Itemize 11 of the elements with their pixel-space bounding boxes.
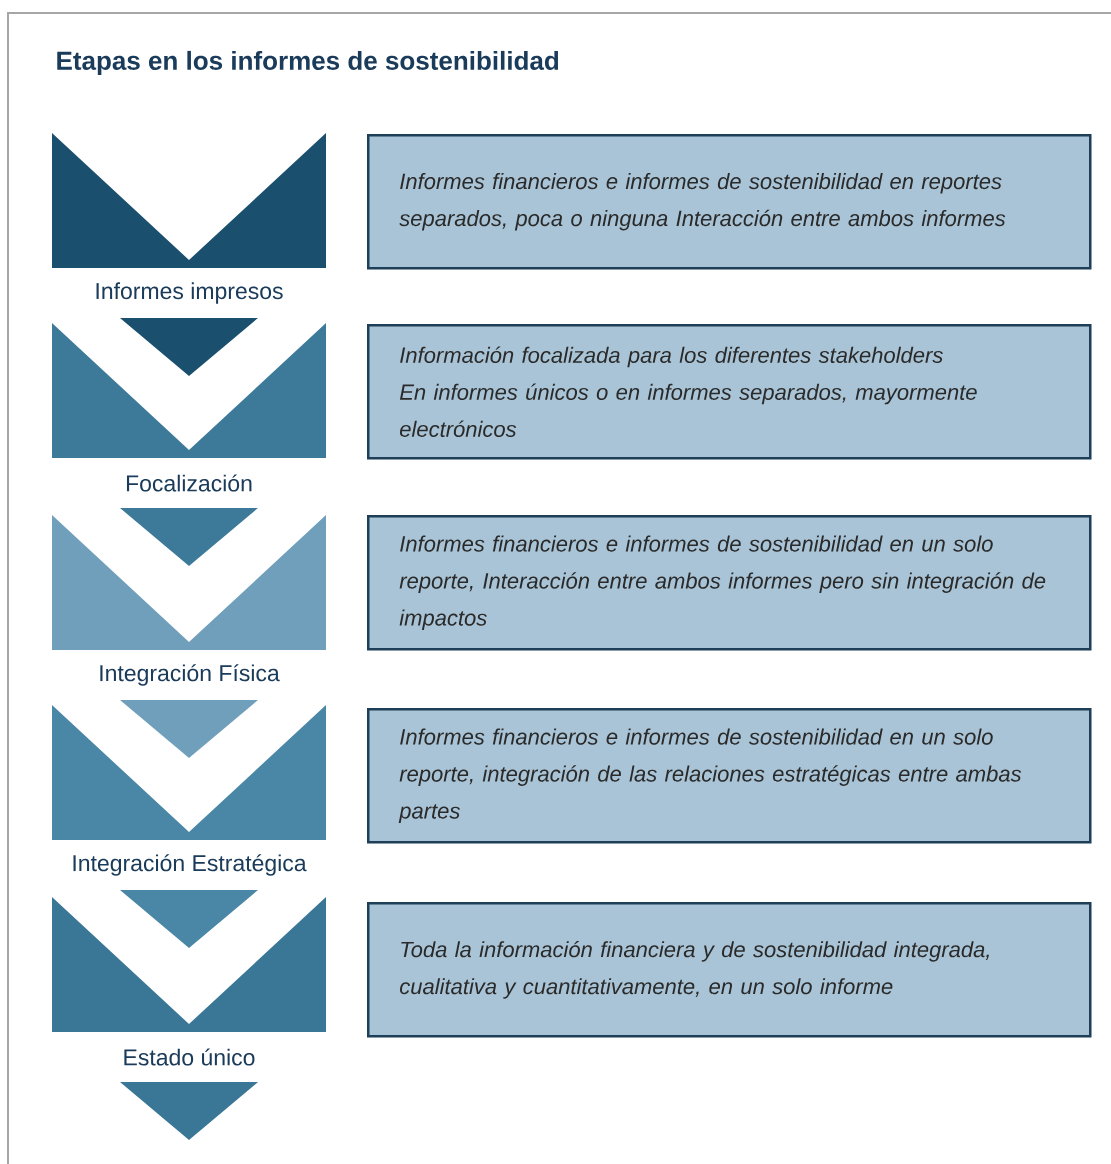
node-label: Estado único — [124, 1048, 255, 1066]
text-box: Informes financieros e informes de sostenibilidad en un solo reporte, Interacción entre ambos informes pero sin integración de impactos — [367, 515, 1092, 651]
text-box: Toda la información financiera y de sostenibilidad integrada, cualitativa y cuantitativamente, en un solo informe — [367, 902, 1092, 1038]
node-label: Integración Física — [100, 664, 280, 686]
title: Etapas en los informes de sostenibilidad — [57, 50, 559, 76]
text-box: Información focalizada para los diferentes stakeholders En informes únicos o en informes separados, mayormente electrónicos — [367, 324, 1092, 460]
node-label: Focalización — [126, 474, 252, 492]
node-label: Integración Estratégica — [73, 854, 307, 876]
text-box: Informes financieros e informes de sostenibilidad en reportes separados, poca o ninguna Interacción entre ambos informes — [367, 134, 1092, 270]
node-label: Informes impresos — [96, 282, 283, 304]
text-box: Informes financieros e informes de sostenibilidad en un solo reporte, integración de las relaciones estratégicas entre ambas partes — [367, 708, 1092, 844]
